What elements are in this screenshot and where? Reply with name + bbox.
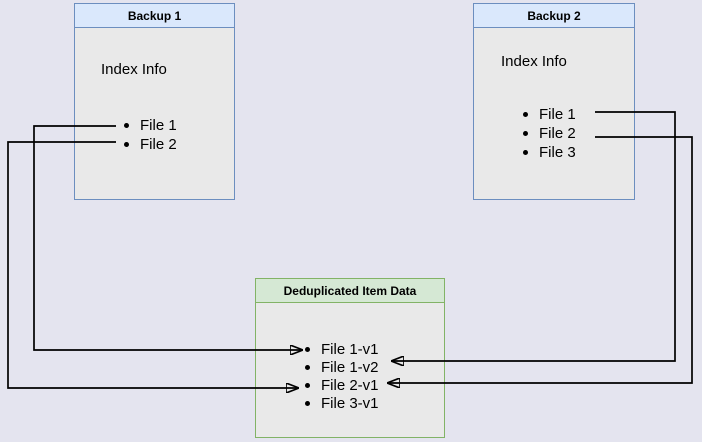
bullet-icon bbox=[124, 142, 129, 147]
list-item: File 2 bbox=[124, 135, 177, 154]
file-label: File 1 bbox=[140, 117, 177, 134]
backup2-box: Backup 2 Index Info File 1 File 2 File 3 bbox=[473, 3, 635, 200]
dedup-box: Deduplicated Item Data File 1-v1 File 1-… bbox=[255, 278, 445, 438]
dedup-body: File 1-v1 File 1-v2 File 2-v1 File 3-v1 bbox=[256, 303, 444, 437]
bullet-icon bbox=[124, 123, 129, 128]
bullet-icon bbox=[523, 150, 528, 155]
list-item: File 3-v1 bbox=[305, 394, 379, 412]
list-item: File 3 bbox=[523, 143, 576, 162]
file-label: File 3 bbox=[539, 144, 576, 161]
dedup-item-list: File 1-v1 File 1-v2 File 2-v1 File 3-v1 bbox=[305, 340, 379, 412]
file-version-label: File 1-v1 bbox=[321, 340, 379, 358]
list-item: File 1 bbox=[523, 105, 576, 124]
backup1-index-info-label: Index Info bbox=[101, 61, 167, 78]
bullet-icon bbox=[305, 400, 310, 406]
list-item: File 1-v1 bbox=[305, 340, 379, 358]
file-version-label: File 1-v2 bbox=[321, 358, 379, 376]
list-item: File 1 bbox=[124, 116, 177, 135]
bullet-icon bbox=[523, 131, 528, 136]
bullet-icon bbox=[305, 382, 310, 388]
list-item: File 2 bbox=[523, 124, 576, 143]
backup2-file-list: File 1 File 2 File 3 bbox=[523, 105, 576, 162]
backup1-title: Backup 1 bbox=[75, 4, 234, 28]
file-label: File 2 bbox=[539, 125, 576, 142]
file-version-label: File 3-v1 bbox=[321, 394, 379, 412]
list-item: File 2-v1 bbox=[305, 376, 379, 394]
backup2-index-info-label: Index Info bbox=[501, 53, 567, 70]
backup1-box: Backup 1 Index Info File 1 File 2 bbox=[74, 3, 235, 200]
dedup-title: Deduplicated Item Data bbox=[256, 279, 444, 303]
file-label: File 2 bbox=[140, 136, 177, 153]
file-version-label: File 2-v1 bbox=[321, 376, 379, 394]
backup1-file-list: File 1 File 2 bbox=[124, 116, 177, 154]
bullet-icon bbox=[305, 364, 310, 370]
backup2-title: Backup 2 bbox=[474, 4, 634, 28]
bullet-icon bbox=[523, 112, 528, 117]
backup2-body: Index Info File 1 File 2 File 3 bbox=[474, 28, 634, 199]
bullet-icon bbox=[305, 346, 310, 352]
backup1-body: Index Info File 1 File 2 bbox=[75, 28, 234, 199]
file-label: File 1 bbox=[539, 106, 576, 123]
list-item: File 1-v2 bbox=[305, 358, 379, 376]
